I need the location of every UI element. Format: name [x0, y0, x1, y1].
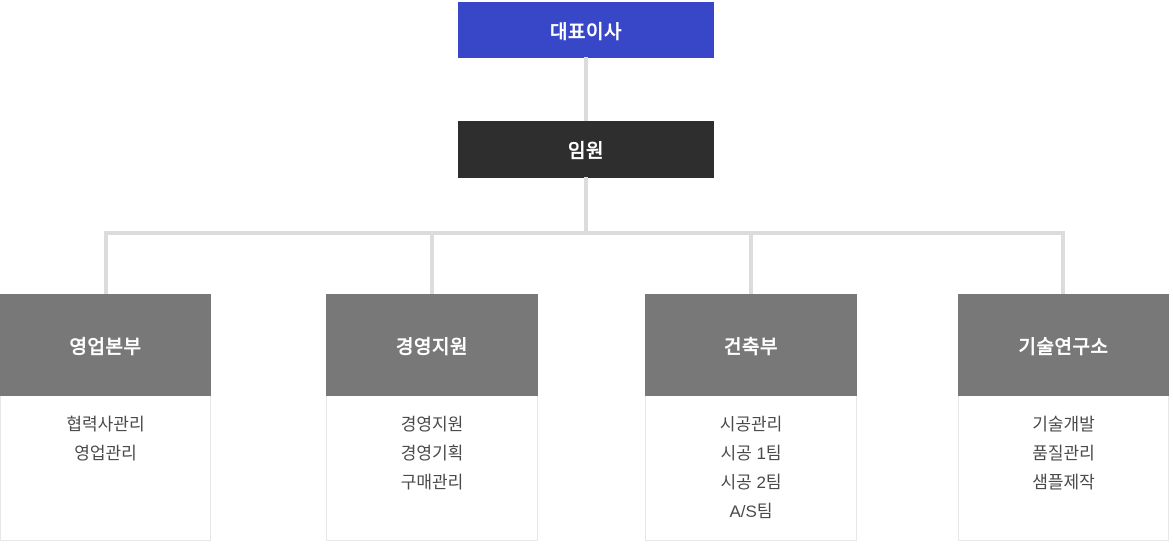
department-item: 구매관리 [400, 473, 464, 492]
department-item: 경영기획 [400, 444, 464, 463]
connector-drop-research [1061, 231, 1065, 294]
connector-horizontal-bus [104, 231, 1065, 235]
branch-management-support-title: 경영지원 [396, 336, 468, 358]
executive-node: 임원 [458, 121, 714, 178]
connector-exec-branches [584, 177, 588, 232]
department-item: 기술개발 [1032, 415, 1095, 434]
branch-architecture-title: 건축부 [724, 336, 778, 358]
ceo-node-label: 대표이사 [550, 21, 622, 43]
branch-management-support-header: 경영지원 [326, 294, 538, 396]
department-item: 품질관리 [1032, 444, 1095, 463]
ceo-node: 대표이사 [458, 2, 714, 58]
executive-node-label: 임원 [568, 141, 604, 162]
department-item: 협력사관리 [66, 415, 145, 434]
department-item: 영업관리 [74, 444, 137, 463]
branch-sales-title: 영업본부 [69, 336, 142, 358]
connector-ceo-exec [584, 57, 588, 122]
connector-drop-sales [104, 231, 108, 294]
branch-sales-header: 영업본부 [0, 294, 211, 396]
branch-tech-research-title: 기술연구소 [1018, 336, 1109, 358]
department-item: 시공 1팀 [720, 444, 782, 463]
department-item: A/S팀 [729, 502, 773, 521]
department-item: 경영지원 [400, 415, 464, 434]
branch-architecture-header: 건축부 [645, 294, 857, 396]
branch-tech-research-header: 기술연구소 [958, 294, 1169, 396]
connector-drop-mgmt [430, 231, 434, 294]
department-item: 시공관리 [719, 415, 783, 434]
connector-drop-arch [749, 231, 753, 294]
department-item: 샘플제작 [1032, 473, 1095, 492]
department-item: 시공 2팀 [720, 473, 782, 492]
